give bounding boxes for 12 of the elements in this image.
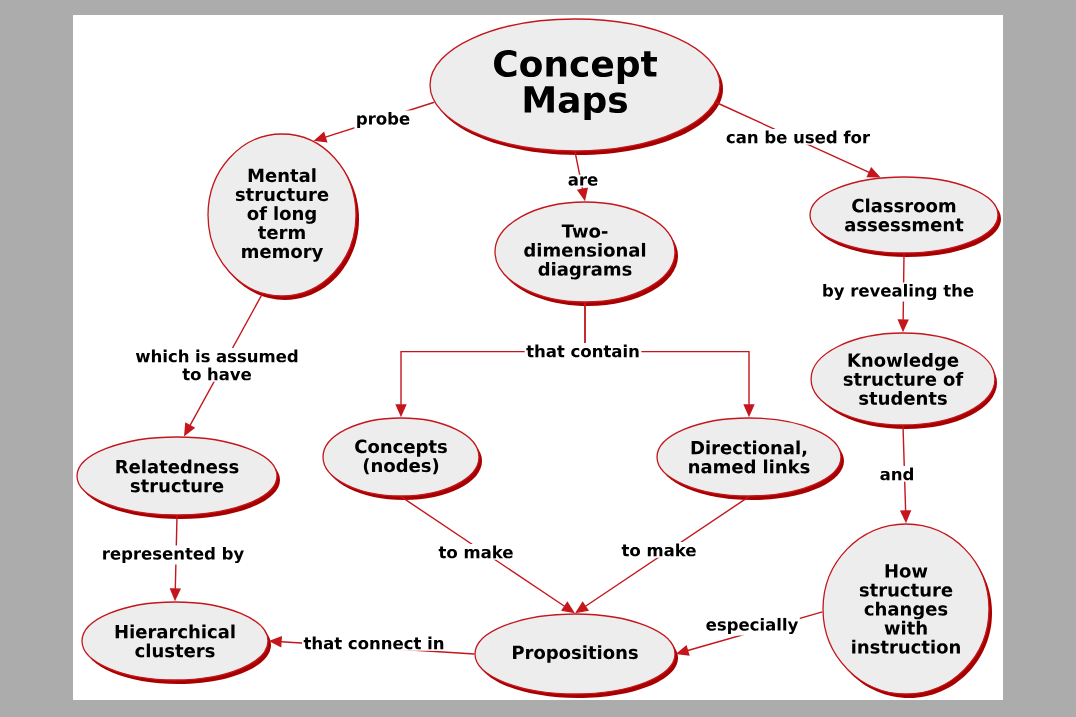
- arrow: [575, 495, 750, 614]
- edge-label: to make: [620, 542, 698, 558]
- edge-label: and: [878, 466, 916, 482]
- arrow: [400, 495, 575, 614]
- edge-label: which is assumed to have: [125, 348, 309, 382]
- edge-label: by revealing the: [820, 282, 976, 302]
- edge-label: especially: [704, 616, 800, 636]
- edge-label: that connect in: [302, 635, 446, 651]
- edge-label: can be used for: [724, 129, 872, 145]
- edge-label: to make: [437, 544, 515, 560]
- edge-label: that contain: [524, 343, 642, 359]
- edge-label: represented by: [100, 545, 246, 565]
